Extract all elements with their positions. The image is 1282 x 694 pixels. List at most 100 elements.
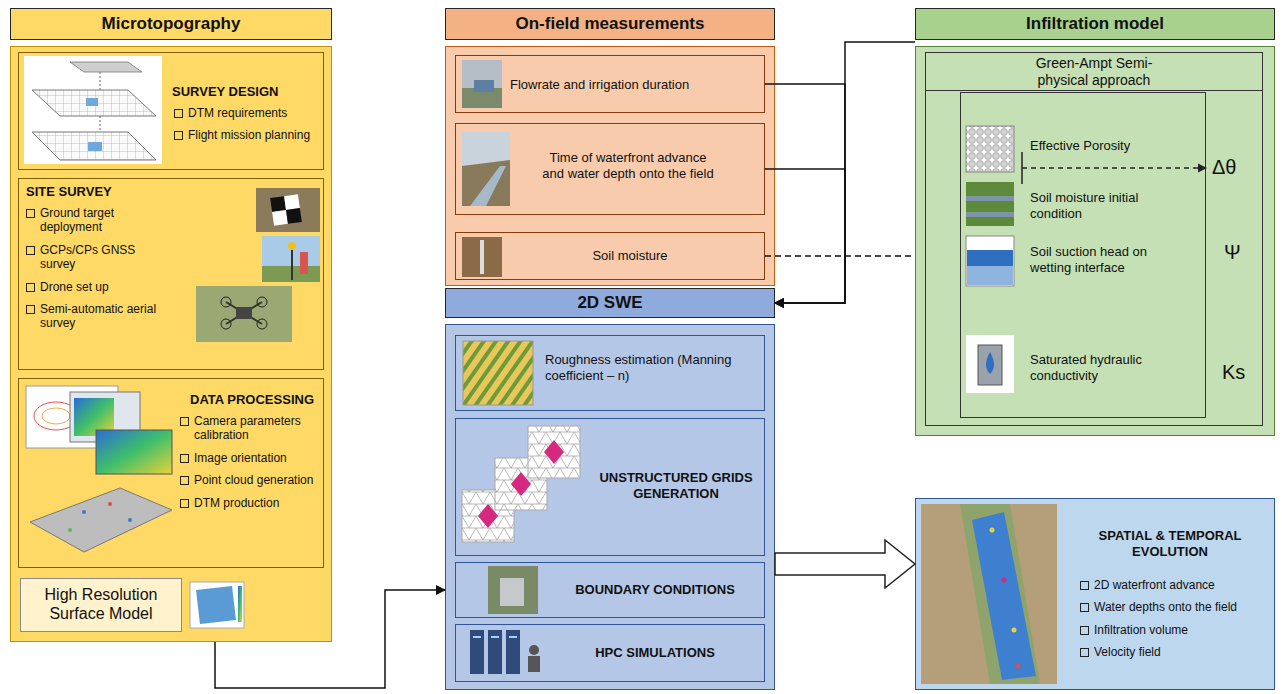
box-text: Effective Porosity [1030, 138, 1190, 154]
flowrate-photo-part [462, 88, 502, 108]
drone-photo-part [236, 307, 252, 319]
checkbox-bullet [174, 109, 183, 118]
block-arrow [775, 540, 915, 588]
delta-theta-pointer-part [1022, 167, 1206, 168]
porosity-icon [966, 126, 1014, 172]
grid-layers-figure-part [32, 90, 156, 116]
process-box: SURVEY DESIGNDTM requirementsFlight miss… [18, 52, 324, 170]
box-text: Roughness estimation (Manning coefficien… [545, 352, 755, 383]
section-panel: 2D SWE Roughness estimation (Manning coef… [445, 288, 775, 690]
gnss-survey-photo-part [262, 236, 320, 282]
bullet-item: DTM production [194, 496, 320, 510]
box-heading: SITE SURVEY [26, 184, 186, 200]
text-slot: Effective Porosity [1030, 138, 1190, 154]
aerial-result-photo-part [960, 504, 1040, 684]
symbol-label: Δθ [1212, 155, 1236, 179]
mesh-figure-part [495, 458, 547, 510]
waterfront-photo-part [462, 160, 510, 206]
waterfront-photo [462, 132, 510, 206]
panel-title: On-field measurements [516, 14, 705, 34]
drone-photo-part [226, 302, 262, 324]
text-slot: Soil moisture initial condition [1030, 190, 1180, 221]
aerial-result-photo-part [972, 512, 1036, 680]
connector-line [765, 84, 845, 303]
mesh-figure-part [544, 440, 564, 464]
grid-layers-figure-part [24, 56, 162, 164]
gnss-survey-photo-part [262, 266, 320, 282]
text-slot: Green-Ampt Semi-physical approach [926, 53, 1262, 91]
processing-figure-part [82, 510, 86, 514]
hpc-icon-part [473, 636, 481, 638]
text-slot: Microtopography [10, 8, 332, 40]
bullet-item: Drone set up [40, 280, 165, 294]
connector-line [765, 169, 845, 303]
grid-layers-figure-part [32, 132, 156, 160]
drone-photo-part [257, 319, 267, 329]
process-box: UNSTRUCTURED GRIDS GENERATION [455, 418, 765, 556]
processing-figure-part [128, 518, 132, 522]
soil-moisture-photo [462, 237, 502, 277]
grid-layers-figure-part [70, 62, 142, 72]
grid-layers-figure-part [100, 72, 101, 90]
ground-target-photo-part-part [270, 196, 286, 212]
aerial-result-photo-part [1002, 578, 1007, 583]
result-panel: SPATIAL & TEMPORAL EVOLUTION2D waterfron… [915, 498, 1275, 690]
bullet-item: Ground target deployment [40, 206, 165, 235]
mesh-figure-part [511, 472, 531, 496]
gnss-survey-photo-part [300, 252, 308, 274]
delta-theta-pointer [1022, 152, 1206, 184]
connector-line [775, 42, 915, 303]
conductivity-icon [966, 335, 1014, 393]
bullet-item: Point cloud generation [194, 473, 320, 487]
hpc-icon-part [488, 630, 502, 674]
panel-title: Microtopography [102, 14, 241, 34]
box-text: Flowrate and irrigation duration [510, 77, 760, 93]
ground-target-photo-part [256, 188, 320, 232]
checkbox-bullet [26, 283, 35, 292]
text-slot: GCPs/CPs GNSS survey [40, 243, 165, 272]
bullet-item: GCPs/CPs GNSS survey [40, 243, 165, 272]
drone-photo-part [257, 297, 267, 307]
hpc-icon-part [529, 645, 539, 655]
grid-layers-figure-part [100, 116, 101, 132]
field-photo-part [966, 196, 1014, 201]
ground-target-photo-part-part [272, 210, 288, 226]
checkbox-bullet [1080, 648, 1089, 657]
drone-photo-part [221, 319, 231, 329]
aerial-result-photo-part [990, 528, 995, 533]
processing-figure-part [108, 502, 112, 506]
field-photo-part [966, 182, 1014, 226]
roughness-figure [463, 341, 533, 405]
symbol-label: Ψ [1224, 240, 1241, 264]
text-slot: Roughness estimation (Manning coefficien… [545, 352, 755, 383]
surface-model-thumbnail [190, 582, 244, 628]
grid-layers-figure [24, 56, 162, 164]
process-box: Flowrate and irrigation duration [455, 55, 765, 113]
processing-figure-part [70, 392, 140, 442]
boundary-photo-part [500, 578, 524, 606]
suction-icon-part [966, 236, 1014, 286]
suction-icon-part [967, 250, 1013, 266]
text-slot: Infiltration model [915, 8, 1275, 40]
box-heading: DATA PROCESSING [190, 392, 320, 408]
gnss-survey-photo-part [288, 242, 296, 250]
processing-figure [26, 386, 172, 552]
text-slot: Velocity field [1094, 645, 1264, 659]
text-slot: High Resolution Surface Model [22, 585, 180, 623]
process-box: Roughness estimation (Manning coefficien… [455, 335, 765, 411]
boundary-photo-part [488, 566, 538, 614]
suction-icon [966, 236, 1014, 286]
method-box: Green-Ampt Semi-physical approachEffecti… [925, 52, 1263, 426]
bullet-item: Camera parameters calibration [194, 414, 320, 443]
checkbox-bullet [180, 454, 189, 463]
panel-title: 2D SWE [577, 293, 642, 313]
section-panel: Infiltration modelGreen-Ampt Semi-physic… [915, 8, 1275, 436]
mesh-figure-part [528, 426, 580, 478]
soil-moisture-photo-part [462, 237, 502, 277]
text-slot: Semi-automatic aerial survey [40, 302, 165, 331]
hpc-icon [470, 630, 540, 674]
text-slot: Flowrate and irrigation duration [510, 77, 760, 93]
grid-layers-figure-part [86, 98, 98, 106]
ground-target-photo-part [270, 194, 302, 226]
processing-figure-part [34, 402, 78, 430]
